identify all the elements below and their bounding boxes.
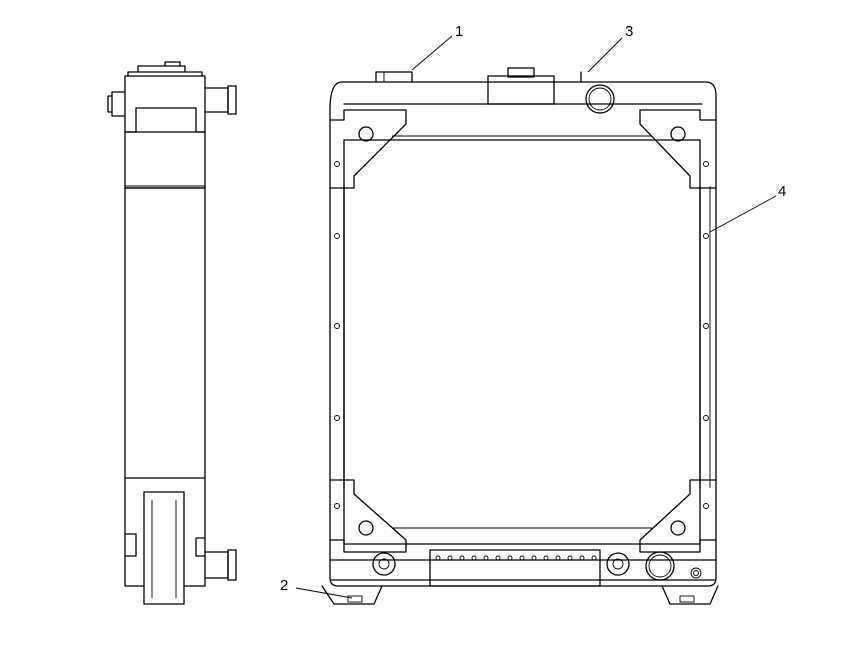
callout-3: 3 [587, 23, 633, 73]
callout-1-label: 1 [455, 23, 463, 40]
callout-2: 2 [280, 577, 353, 599]
callout-3-label: 3 [625, 23, 633, 40]
front-view [321, 67, 719, 605]
callout-2-label: 2 [280, 577, 288, 594]
side-view [107, 61, 237, 605]
callout-1: 1 [411, 23, 463, 71]
callout-4-label: 4 [778, 183, 786, 200]
callout-4: 4 [709, 183, 786, 233]
connector-pins [435, 555, 597, 561]
